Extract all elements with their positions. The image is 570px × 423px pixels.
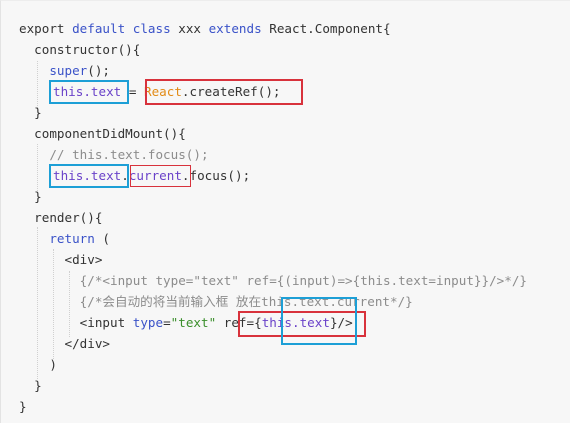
code-token: React.Component{ bbox=[261, 21, 391, 36]
highlight-box-this-text-3 bbox=[281, 297, 357, 345]
code-attribute: type bbox=[132, 315, 164, 330]
code-token: = bbox=[163, 315, 171, 330]
code-comment: {/*会自动的将当前输入框 放在this.text.current*/} bbox=[19, 294, 413, 309]
code-token: ( bbox=[94, 231, 110, 246]
highlight-box-current bbox=[130, 165, 191, 187]
code-class-name: React bbox=[144, 84, 182, 99]
code-comment: {/*<input type="text" ref={(input)=>{thi… bbox=[19, 273, 527, 288]
code-line-19: } bbox=[19, 396, 27, 418]
indent-guide bbox=[37, 144, 38, 191]
code-line-9: } bbox=[19, 186, 42, 208]
highlight-box-create-ref bbox=[145, 79, 303, 105]
code-identifier: this.text bbox=[53, 84, 122, 99]
code-line-12: <div> bbox=[19, 249, 102, 271]
code-line-15: <input type="text" ref={this.text}/> bbox=[19, 312, 353, 334]
code-keyword: class bbox=[132, 21, 171, 36]
code-token: export bbox=[19, 21, 73, 36]
code-token: /> bbox=[337, 315, 353, 330]
code-line-5: } bbox=[19, 102, 42, 124]
indent-guide bbox=[37, 61, 38, 108]
code-token: . bbox=[121, 168, 129, 183]
code-token: constructor(){ bbox=[19, 42, 141, 57]
code-token bbox=[216, 315, 224, 330]
code-token: xxx bbox=[170, 21, 209, 36]
indent-guide bbox=[53, 249, 54, 359]
code-token: = bbox=[121, 84, 144, 99]
code-line-2: constructor(){ bbox=[19, 39, 140, 61]
code-token: } bbox=[19, 378, 42, 393]
code-line-1: export default class xxx extends React.C… bbox=[19, 18, 391, 40]
code-token: .focus(); bbox=[181, 168, 251, 183]
code-token: ) bbox=[19, 357, 57, 372]
code-line-11: return ( bbox=[19, 228, 110, 250]
highlight-box-this-text-2 bbox=[49, 164, 129, 188]
code-identifier: this.text bbox=[53, 168, 122, 183]
code-token: } bbox=[19, 105, 42, 120]
code-token: (); bbox=[87, 63, 110, 78]
code-line-13: {/*<input type="text" ref={(input)=>{thi… bbox=[19, 270, 527, 292]
highlight-box-this-text-1 bbox=[49, 80, 129, 104]
code-line-7: // this.text.focus(); bbox=[19, 144, 209, 166]
code-token: </div> bbox=[19, 336, 110, 351]
code-line-16: </div> bbox=[19, 333, 110, 355]
code-line-10: render(){ bbox=[19, 207, 102, 229]
indent-guide bbox=[69, 271, 70, 337]
code-string: "text" bbox=[170, 315, 217, 330]
code-token: } bbox=[329, 315, 338, 330]
code-comment: // this.text.focus(); bbox=[19, 147, 209, 162]
code-line-17: ) bbox=[19, 354, 57, 376]
code-token: } bbox=[19, 189, 42, 204]
code-line-14: {/*会自动的将当前输入框 放在this.text.current*/} bbox=[19, 291, 413, 313]
code-keyword: super bbox=[19, 63, 88, 78]
code-identifier: current bbox=[128, 168, 182, 183]
code-line-4: this.text = React.createRef(); bbox=[53, 81, 281, 103]
code-token: } bbox=[19, 399, 27, 414]
code-keyword: extends bbox=[208, 21, 262, 36]
code-line-18: } bbox=[19, 375, 42, 397]
code-line-6: componentDidMount(){ bbox=[19, 123, 186, 145]
code-token: <input bbox=[19, 315, 133, 330]
highlight-box-ref-attr bbox=[238, 311, 366, 337]
code-line-8: this.text.current.focus(); bbox=[53, 165, 250, 187]
code-line-3: super(); bbox=[19, 60, 110, 82]
code-keyword: default bbox=[72, 21, 126, 36]
code-keyword: return bbox=[19, 231, 95, 246]
code-token: .createRef(); bbox=[181, 84, 281, 99]
code-token: render(){ bbox=[19, 210, 103, 225]
indent-guide bbox=[37, 227, 38, 379]
code-token: ref={ bbox=[223, 315, 262, 330]
code-identifier: this.text bbox=[261, 315, 330, 330]
code-token: componentDidMount(){ bbox=[19, 126, 186, 141]
code-token: <div> bbox=[19, 252, 103, 267]
code-token bbox=[125, 21, 133, 36]
